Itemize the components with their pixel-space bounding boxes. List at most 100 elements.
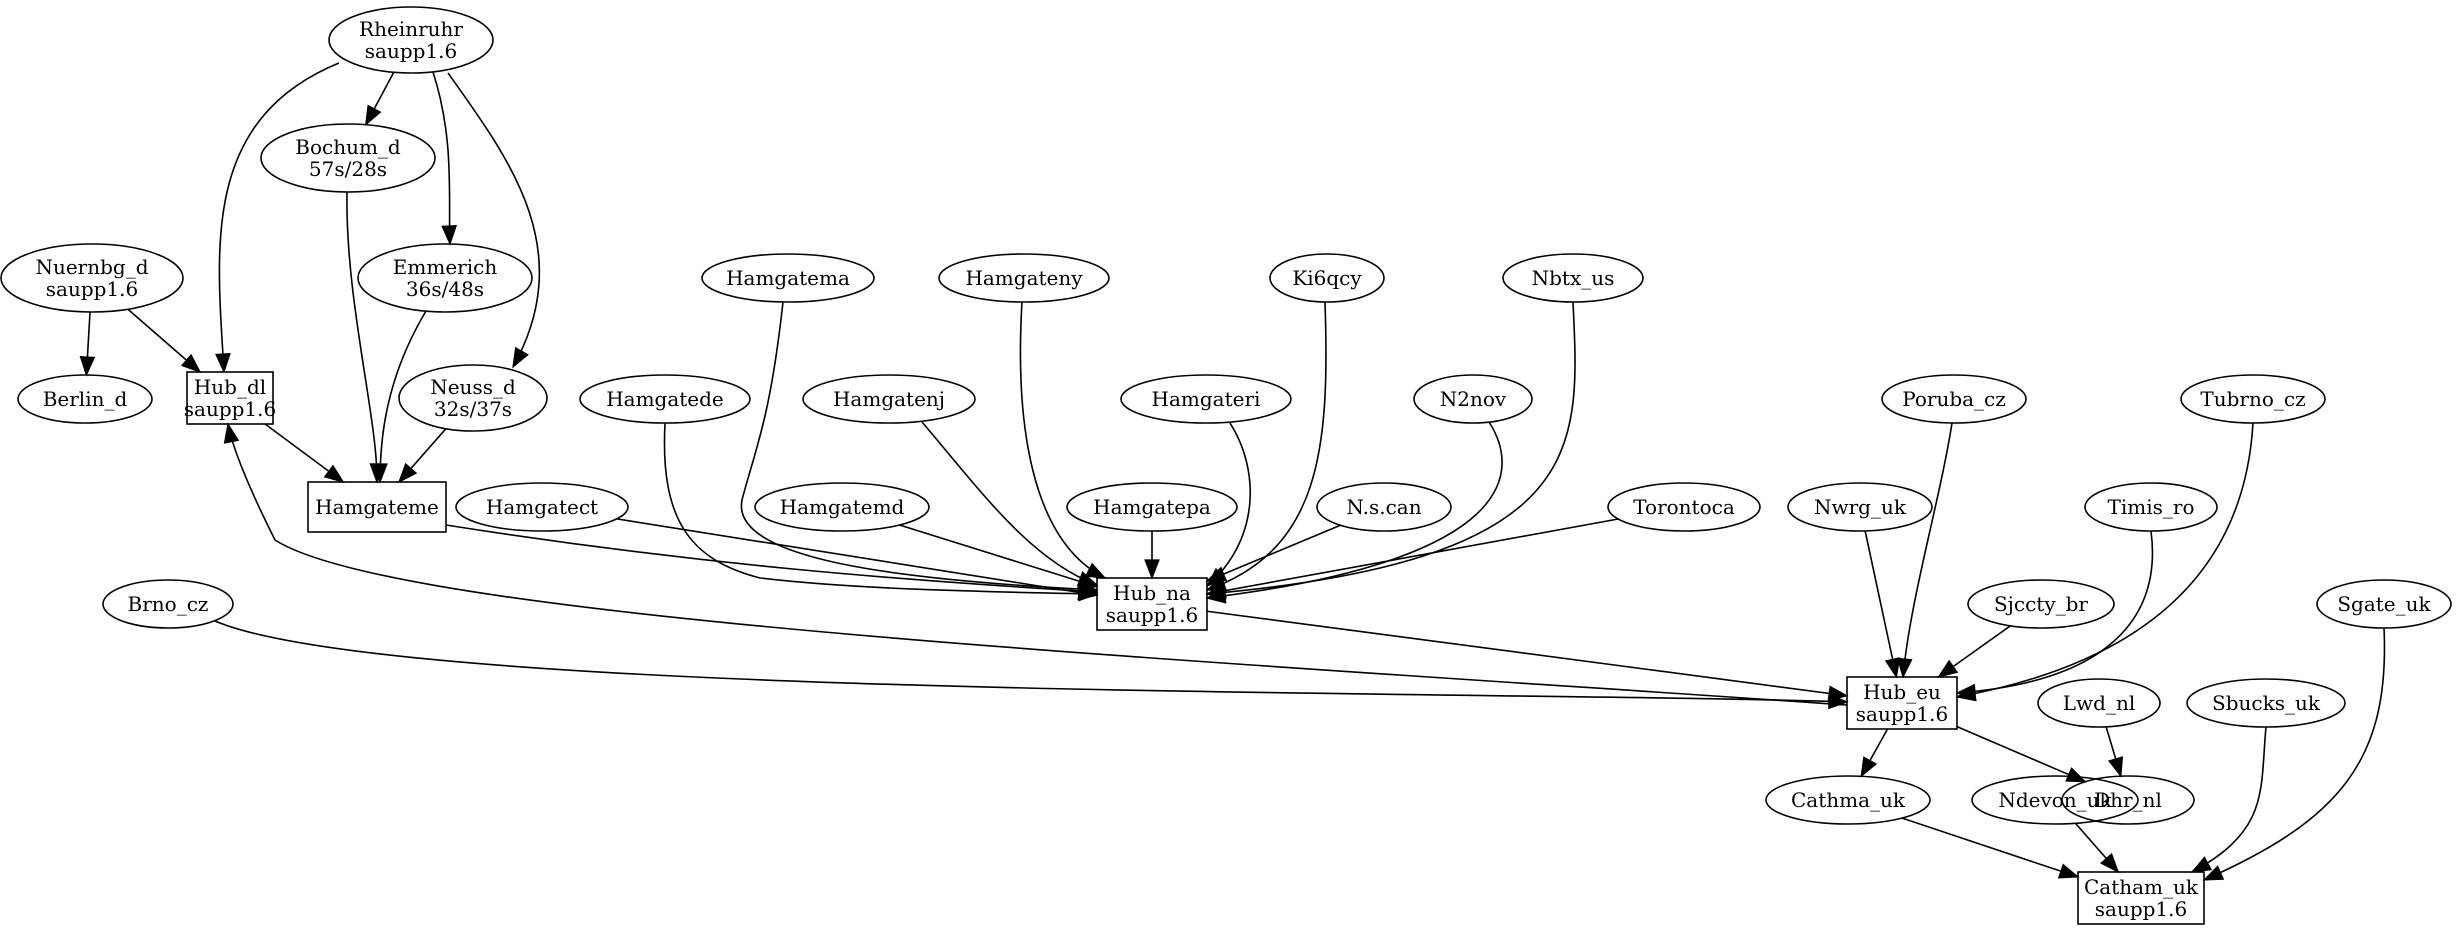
edge-hamgatect-to-hub_na [616,518,1099,601]
arrow-head-icon [79,355,96,377]
edge-line [445,524,1098,593]
edge-hamgatepa-to-hub_na [1144,531,1160,580]
edge-line [1206,524,1341,582]
edge-timis_ro-to-hub_eu [1955,530,2154,700]
node-hamgatede[interactable]: Hamgatede [579,374,751,424]
node-label: Berlin_d [43,387,128,411]
edges-layer [79,62,2386,881]
node-box [1846,676,1958,730]
node-ellipse [1316,482,1452,532]
node-ellipse [1787,482,1933,532]
node-cathma_uk[interactable]: Cathma_uk [1765,775,1931,825]
edge-line [1206,301,1327,591]
node-ndevon_uk[interactable]: Ndevon_uk [1971,775,2139,825]
node-label: Hamgateny [965,266,1083,290]
edge-hub_eu-to-dhr_nl [1956,725,2087,783]
node-ellipse [1413,374,1533,424]
node-nwrg_uk[interactable]: Nwrg_uk [1787,482,1933,532]
node-label: Emmerich [393,255,498,279]
arrow-head-icon [2065,767,2087,783]
edge-line [218,62,340,373]
node-lwd_nl[interactable]: Lwd_nl [2037,678,2161,728]
node-berlin_d[interactable]: Berlin_d [17,374,153,424]
node-label: Nuernbg_d [35,255,148,279]
node-ellipse [2186,678,2346,728]
node-brno_cz[interactable]: Brno_cz [102,579,234,629]
edge-neuss_d-to-hamgateme [397,428,447,484]
edge-line [214,620,1848,703]
node-label: Torontoca [1633,495,1735,519]
node-hamgatect[interactable]: Hamgatect [455,482,629,532]
node-nbtx_us[interactable]: Nbtx_us [1502,253,1644,303]
node-label: Sbucks_uk [2212,691,2321,715]
node-hamgatepa[interactable]: Hamgatepa [1066,482,1238,532]
node-hamgatenj[interactable]: Hamgatenj [802,374,976,424]
node-ellipse [754,482,930,532]
node-torontoca[interactable]: Torontoca [1607,482,1761,532]
edge-lwd_nl-to-dhr_nl [2105,726,2124,778]
edge-ki6qcy-to-hub_na [1205,301,1327,592]
node-ellipse [2037,678,2161,728]
node-ellipse [1607,482,1761,532]
edge-hub_eu-to-hub_dl [223,422,1848,706]
node-ki6qcy[interactable]: Ki6qcy [1269,253,1385,303]
node-poruba_cz[interactable]: Poruba_cz [1881,374,2027,424]
node-hamgateri[interactable]: Hamgateri [1120,374,1292,424]
node-hamgateme[interactable]: Hamgateme [307,481,447,533]
node-ellipse [579,374,751,424]
edge-line [346,191,378,483]
edge-hub_na-to-hub_eu [1206,610,1849,702]
node-tubrno_cz[interactable]: Tubrno_cz [2180,374,2326,424]
edge-rheinruhr-to-neuss_d [447,72,541,369]
node-label: Cathma_uk [1791,788,1906,812]
arrow-head-icon [2057,863,2080,879]
node-label: Lwd_nl [2063,691,2135,715]
node-timis_ro[interactable]: Timis_ro [2084,482,2218,532]
edge-line [1206,518,1619,595]
arrow-head-icon [1077,584,1099,601]
arrow-head-icon [1205,582,1227,599]
node-label: Tubrno_cz [2200,387,2305,411]
node-hamgatema[interactable]: Hamgatema [701,253,875,303]
node-ellipse [1066,482,1238,532]
edge-hamgatema-to-hub_na [740,301,1099,597]
node-ellipse [328,6,494,74]
node-n2nov[interactable]: N2nov [1413,374,1533,424]
arrow-head-icon [1884,657,1901,679]
edge-line [379,310,427,483]
edge-line [2203,627,2386,881]
arrow-head-icon [1084,562,1107,579]
node-label: Hamgatepa [1093,495,1211,519]
node-sgate_uk[interactable]: Sgate_uk [2316,579,2452,629]
node-ellipse [357,243,533,313]
edge-hamgateme-to-hub_na [445,524,1099,599]
edge-rheinruhr-to-bochum_d [364,71,395,127]
node-sjccty_br[interactable]: Sjccty_br [1967,579,2115,629]
arrow-head-icon [372,463,388,484]
node-nscan[interactable]: N.s.can [1316,482,1452,532]
node-dhr_nl[interactable]: Dhr_nl [2061,775,2195,825]
arrow-head-icon [1860,756,1878,778]
node-label: 32s/37s [434,397,512,421]
node-hamgateny[interactable]: Hamgateny [938,253,1110,303]
edge-line [921,421,1098,586]
node-ellipse [1269,253,1385,303]
node-ellipse [1120,374,1292,424]
edge-poruba_cz-to-hub_eu [1896,422,1953,679]
node-sbucks_uk[interactable]: Sbucks_uk [2186,678,2346,728]
node-ellipse [260,123,436,193]
edge-cathma_uk-to-catham_uk [1901,817,2080,879]
arrow-head-icon [180,353,202,374]
node-hamgatemd[interactable]: Hamgatemd [754,482,930,532]
edge-rheinruhr-to-emmerich [432,71,458,246]
edge-nscan-to-hub_na [1205,524,1341,582]
